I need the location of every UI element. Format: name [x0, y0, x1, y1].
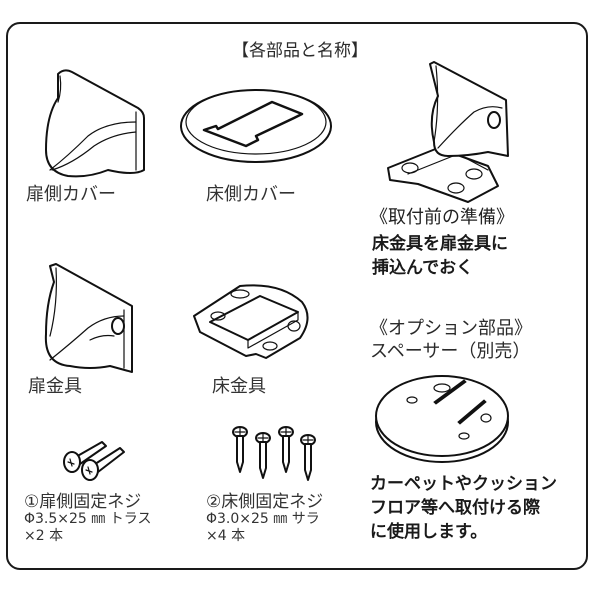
parts-frame: [6, 22, 588, 570]
screw-1-title: ①扉側固定ネジ: [24, 492, 142, 512]
preparation-heading: 《取付前の準備》: [370, 207, 514, 228]
assembled-bracket-illustration: [387, 61, 509, 203]
option-line-2: フロア等へ取付ける際: [370, 498, 540, 518]
screw-1-spec: Φ3.5×25 ㎜ トラス: [24, 511, 152, 527]
preparation-line-2: 挿込んでおく: [372, 258, 474, 278]
spacer-illustration: [375, 375, 509, 463]
flat-screws-illustration: [232, 426, 316, 481]
part-label-floor-bracket: 床金具: [212, 376, 266, 397]
floor-bracket-illustration: [193, 284, 309, 359]
door-cover-illustration: [45, 69, 145, 178]
part-label-floor-cover: 床側カバー: [206, 184, 296, 205]
option-heading: 《オプション部品》: [370, 318, 532, 339]
screw-2-spec: Φ3.0×25 ㎜ サラ: [206, 511, 320, 527]
truss-screws-illustration: [63, 441, 125, 481]
preparation-line-1: 床金具を扉金具に: [372, 234, 508, 254]
screw-2-qty: ×4 本: [206, 528, 246, 544]
floor-cover-illustration: [180, 89, 332, 163]
option-line-3: に使用します。: [370, 522, 488, 542]
part-label-door-bracket: 扉金具: [28, 376, 82, 397]
screw-2-title: ②床側固定ネジ: [206, 492, 324, 512]
screw-1-qty: ×2 本: [24, 528, 64, 544]
part-label-door-cover: 扉側カバー: [26, 184, 116, 205]
option-line-1: カーペットやクッション: [370, 474, 557, 494]
page-title: 【各部品と名称】: [232, 41, 368, 61]
door-bracket-illustration: [44, 263, 133, 373]
option-name: スペーサー（別売）: [370, 341, 531, 362]
